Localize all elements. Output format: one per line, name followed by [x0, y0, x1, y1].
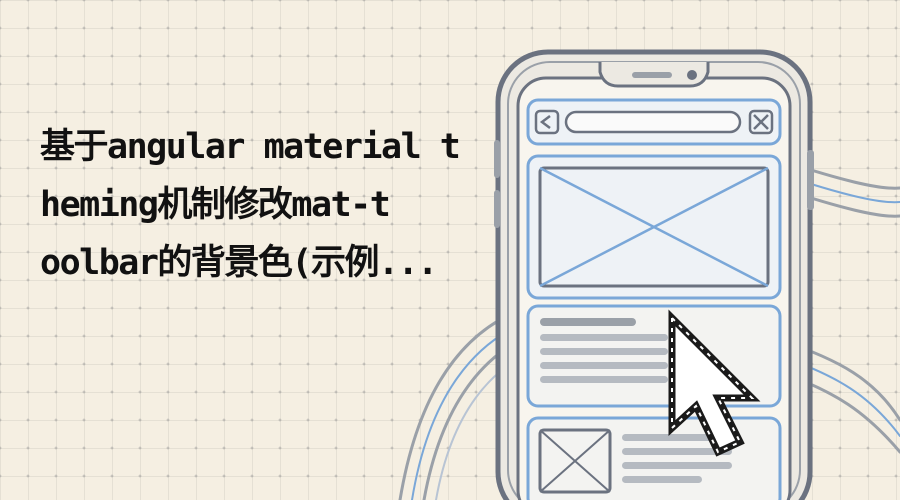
- wireframe-bottom-card: [526, 416, 782, 500]
- title-line-3: oolbar的背景色(示例...: [40, 243, 438, 283]
- cursor-icon: [668, 309, 761, 457]
- wireframe-image-placeholder: [526, 154, 782, 300]
- wireframe-top-bar: [526, 98, 782, 146]
- article-title: 基于angular material t heming机制修改mat-t ool…: [40, 118, 500, 292]
- title-line-1: 基于angular material t: [40, 127, 461, 167]
- title-line-2: heming机制修改mat-t: [40, 185, 391, 225]
